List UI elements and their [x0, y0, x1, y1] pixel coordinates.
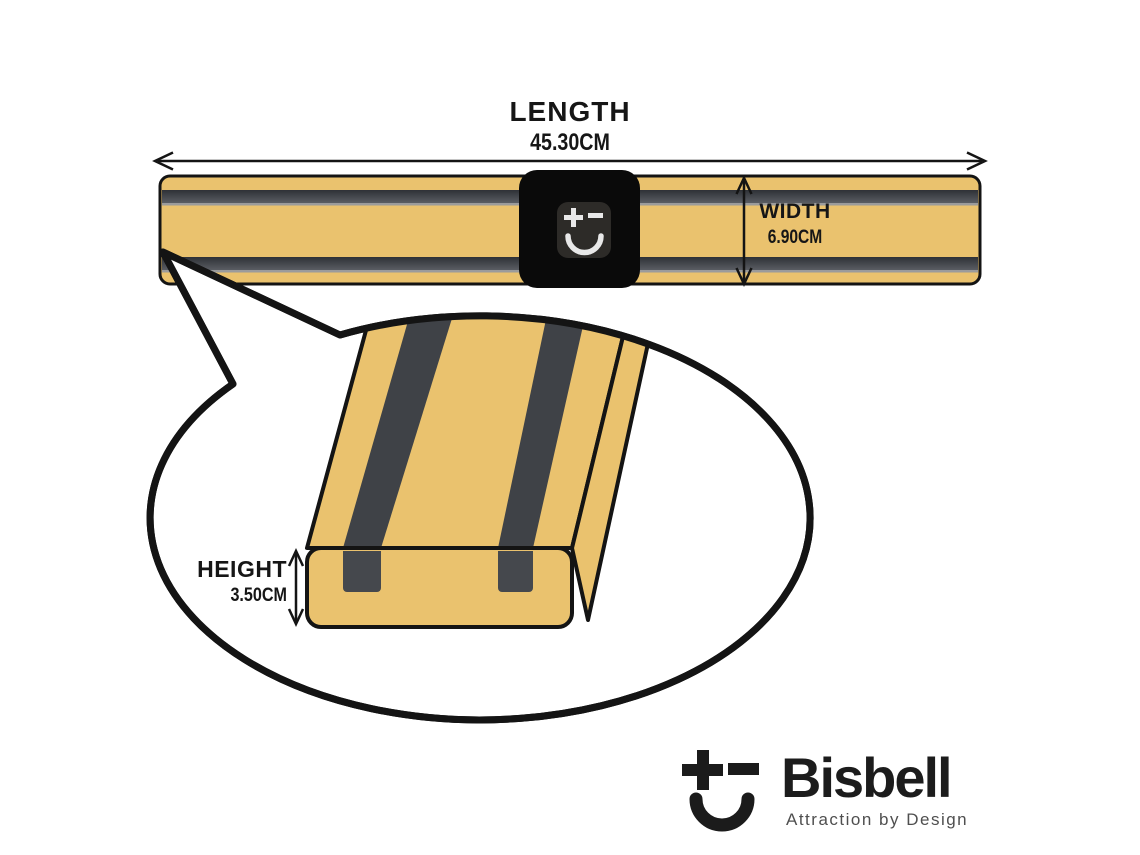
brand-name: Bisbell [781, 746, 953, 809]
brand-tagline: Attraction by Design [786, 810, 969, 829]
magnifier-bubble [146, 248, 814, 724]
bar-3d-view [305, 284, 659, 629]
height-value: 3.50CM [230, 585, 287, 606]
plus-minus-smile-icon [564, 208, 604, 256]
length-value: 45.30CM [530, 129, 610, 156]
bisbell-logo-icon [682, 750, 759, 832]
width-label: WIDTH [759, 200, 831, 223]
magnetic-bar-top-view [158, 170, 982, 288]
length-label: LENGTH [509, 96, 631, 127]
bar3d-stripe-left [343, 286, 462, 548]
width-value: 6.90CM [767, 227, 823, 248]
height-label: HEIGHT [197, 556, 287, 582]
bar-logo-block [519, 170, 640, 288]
height-arrow [287, 548, 305, 627]
width-arrow [735, 175, 753, 287]
bar3d-stripe-right [498, 286, 592, 548]
length-arrow [152, 151, 988, 171]
